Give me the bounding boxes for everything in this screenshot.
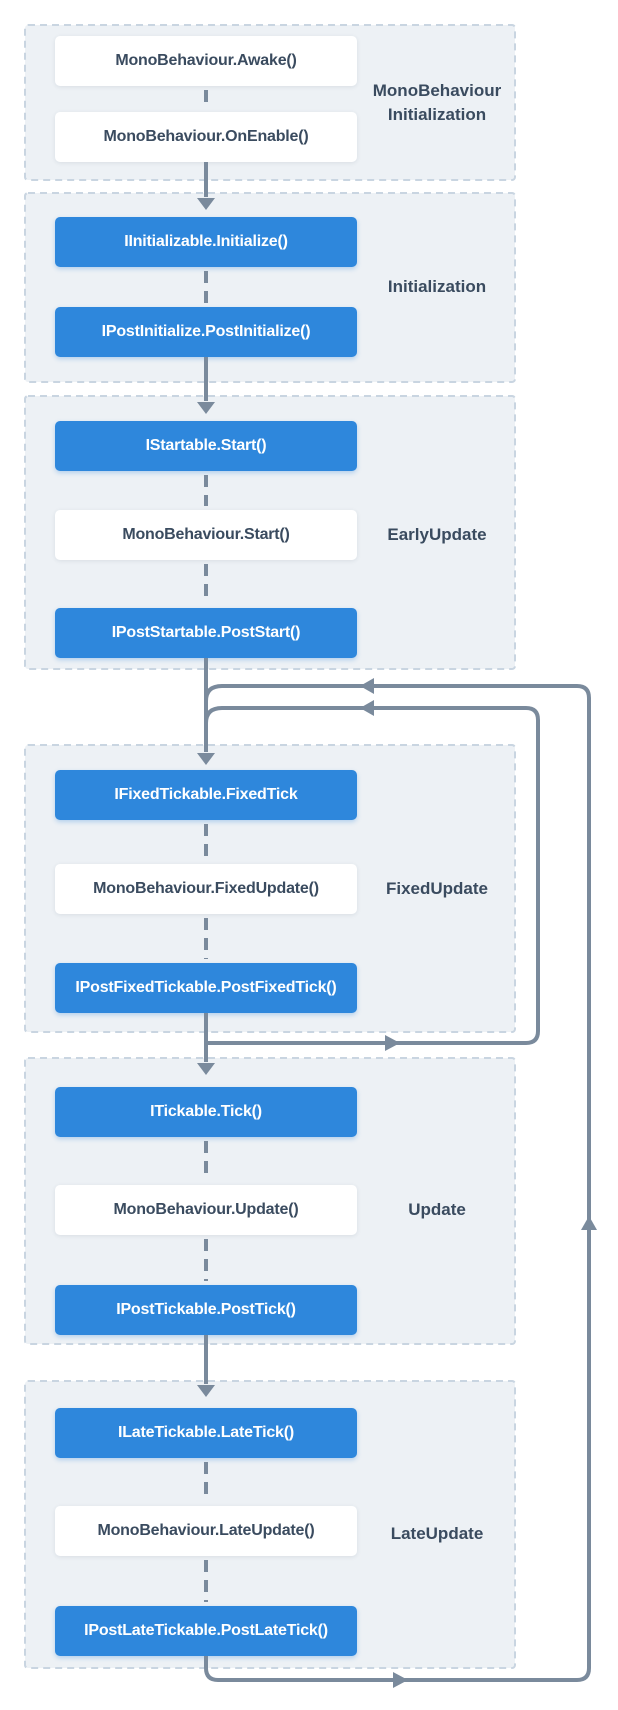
node-ipostinitialize-postinitialize: IPostInitialize.PostInitialize()	[55, 307, 357, 357]
node-iposttickable-posttick: IPostTickable.PostTick()	[55, 1285, 357, 1335]
node-monobehaviour-lateupdate: MonoBehaviour.LateUpdate()	[55, 1506, 357, 1556]
section-label-monobehaviour-initialization: MonoBehaviour Initialization	[358, 79, 516, 127]
node-ipostlatetickable-postlatetick: IPostLateTickable.PostLateTick()	[55, 1606, 357, 1656]
node-ilatetickable-latetick: ILateTickable.LateTick()	[55, 1408, 357, 1458]
section-label-fixedupdate: FixedUpdate	[358, 877, 516, 901]
section-label-line: Initialization	[387, 105, 487, 124]
section-label-line: MonoBehaviour	[372, 81, 502, 100]
section-label-update: Update	[358, 1198, 516, 1222]
node-ipostfixedtickable-postfixedtick: IPostFixedTickable.PostFixedTick()	[55, 963, 357, 1013]
section-label-earlyupdate: EarlyUpdate	[358, 523, 516, 547]
section-label-line: Initialization	[387, 277, 487, 296]
section-label-initialization: Initialization	[358, 275, 516, 299]
node-ipoststartable-poststart: IPostStartable.PostStart()	[55, 608, 357, 658]
node-monobehaviour-fixedupdate: MonoBehaviour.FixedUpdate()	[55, 864, 357, 914]
node-monobehaviour-awake: MonoBehaviour.Awake()	[55, 36, 357, 86]
section-label-line: FixedUpdate	[385, 879, 489, 898]
section-label-lateupdate: LateUpdate	[358, 1522, 516, 1546]
node-iinitializable-initialize: IInitializable.Initialize()	[55, 217, 357, 267]
section-label-line: EarlyUpdate	[387, 525, 487, 544]
node-monobehaviour-onenable: MonoBehaviour.OnEnable()	[55, 112, 357, 162]
node-istartable-start: IStartable.Start()	[55, 421, 357, 471]
node-monobehaviour-update: MonoBehaviour.Update()	[55, 1185, 357, 1235]
section-label-line: Update	[408, 1200, 466, 1219]
node-ifixedtickable-fixedtick: IFixedTickable.FixedTick	[55, 770, 357, 820]
section-label-line: LateUpdate	[390, 1524, 484, 1543]
node-itickable-tick: ITickable.Tick()	[55, 1087, 357, 1137]
node-monobehaviour-start: MonoBehaviour.Start()	[55, 510, 357, 560]
